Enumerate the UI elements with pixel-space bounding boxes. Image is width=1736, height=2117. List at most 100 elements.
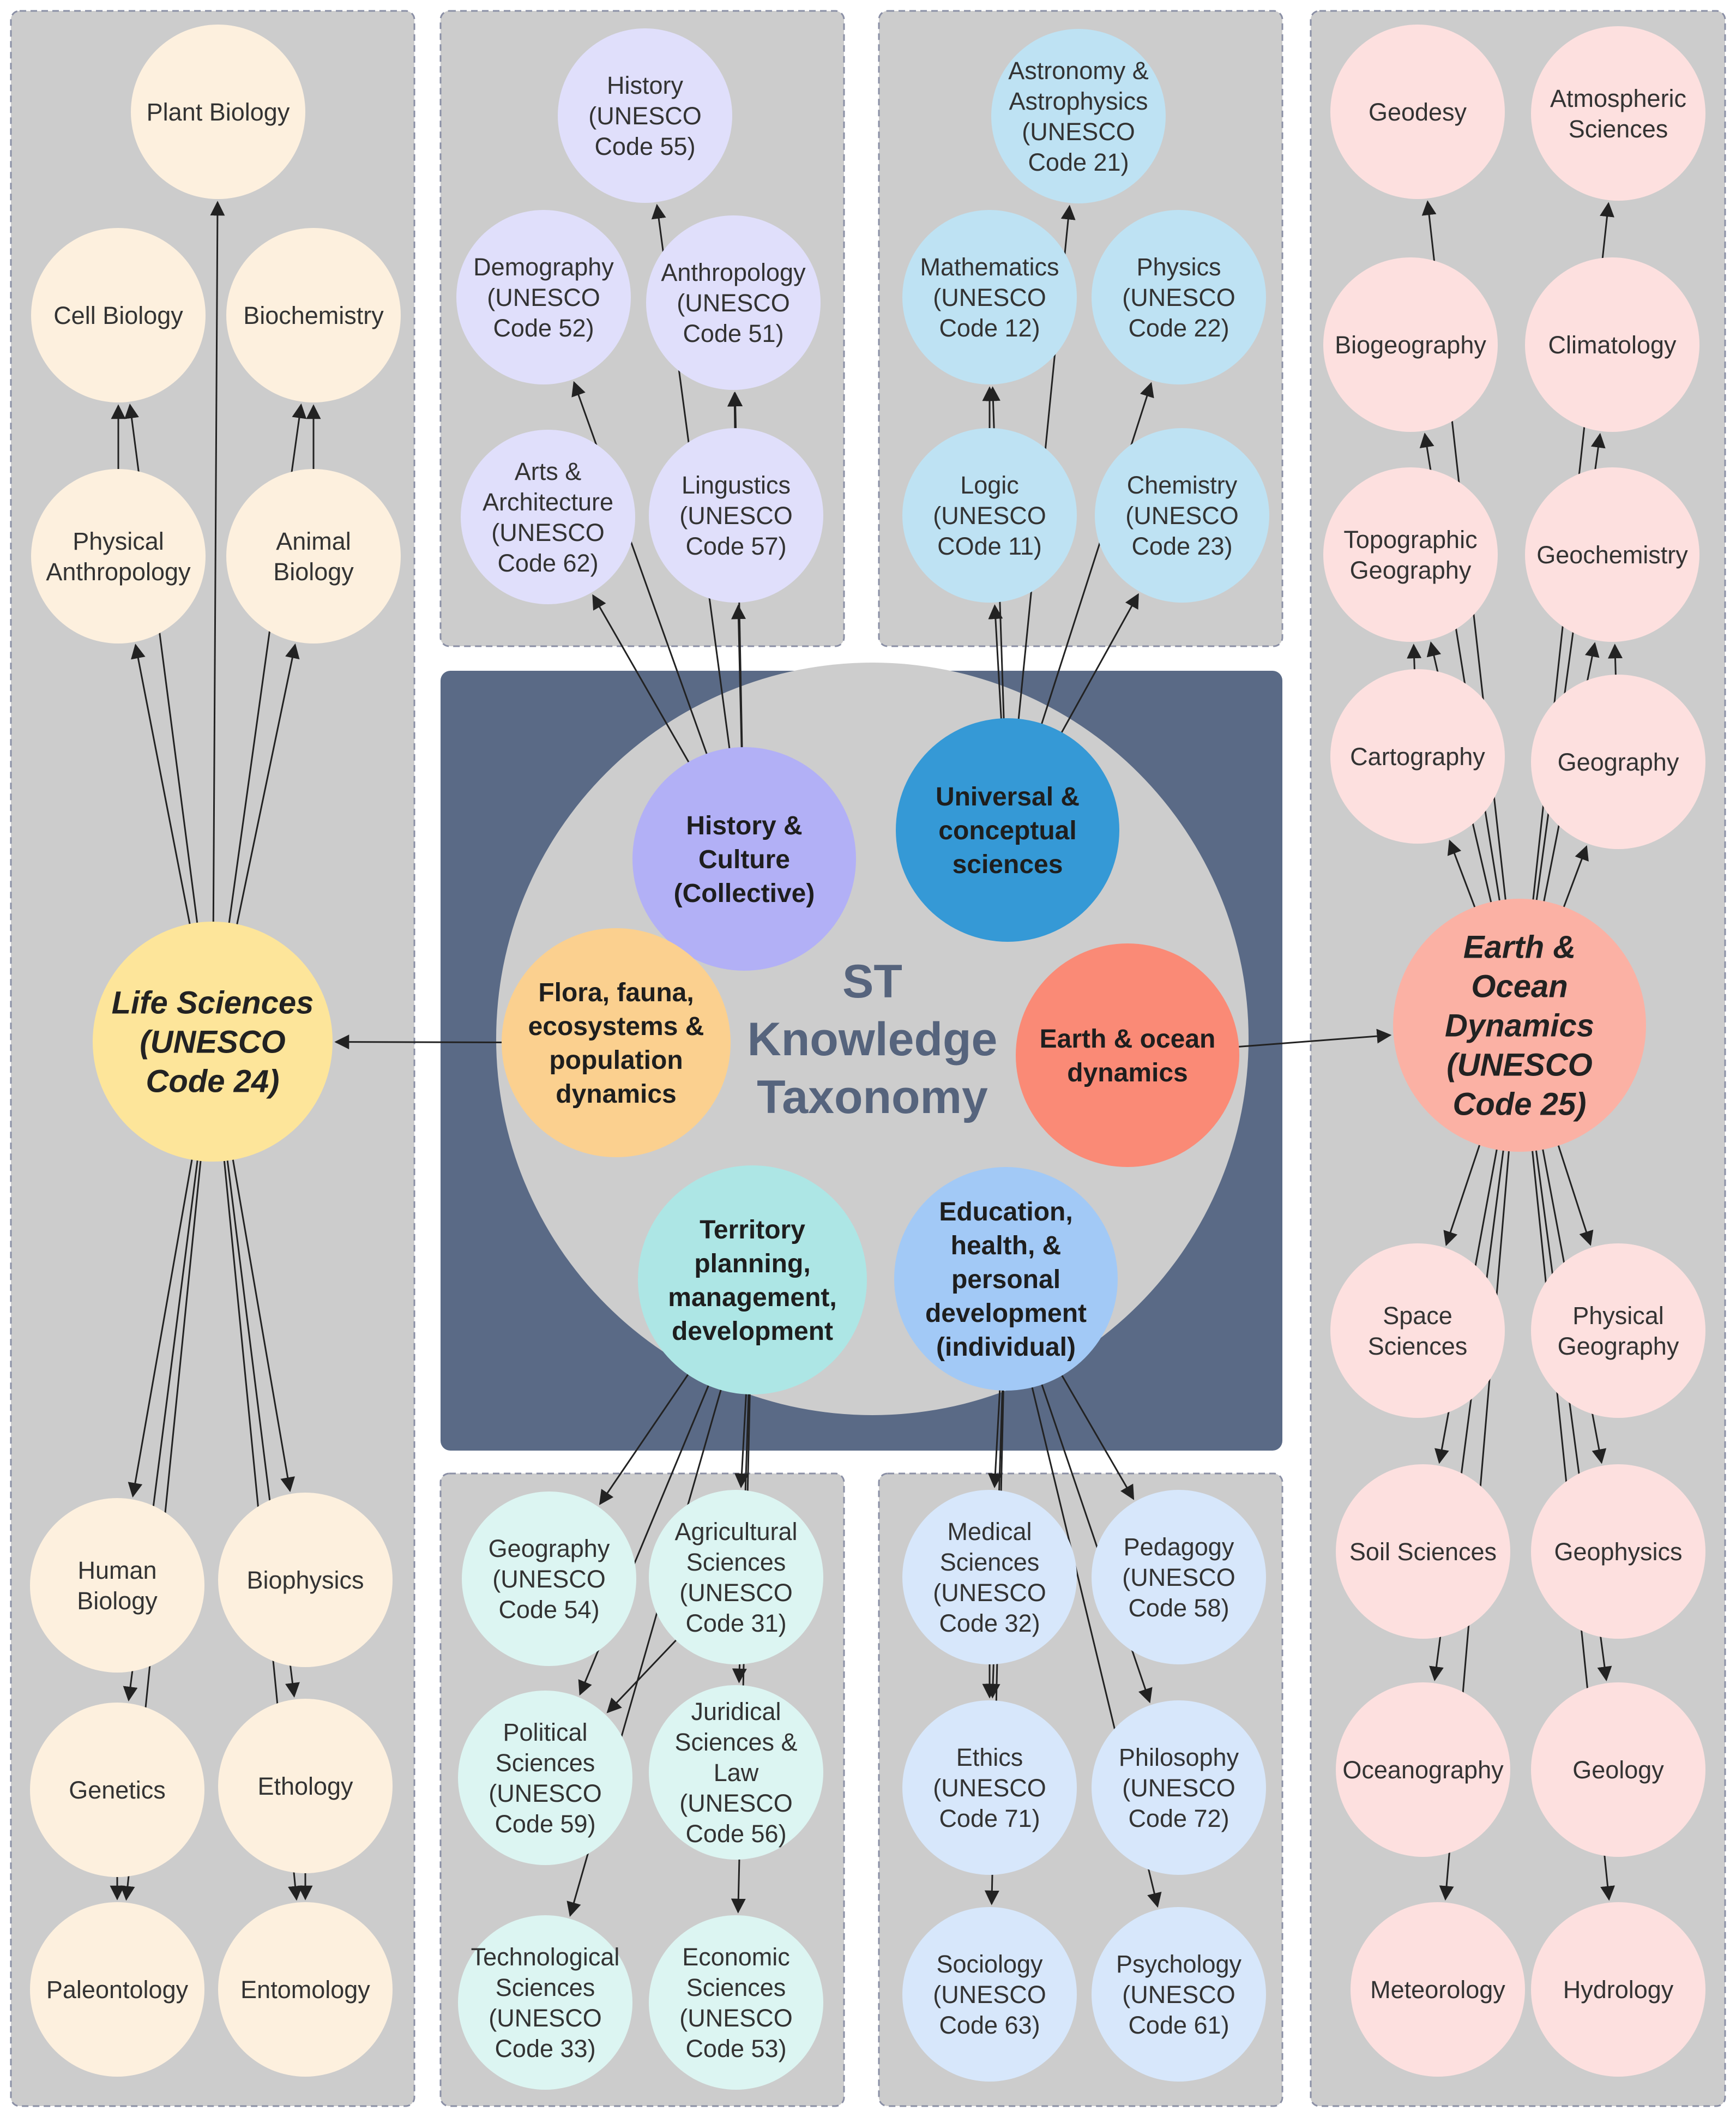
node-label-line: (UNESCO	[1122, 1563, 1235, 1591]
node-label-line: Code 53)	[685, 2035, 786, 2062]
node-circle-anthropology	[646, 215, 821, 390]
node-label-line: Physical	[73, 527, 164, 555]
node-label-line: Code 71)	[939, 1805, 1040, 1832]
node-label-line: Logic	[960, 471, 1019, 499]
node-label-line: (UNESCO	[491, 519, 605, 546]
node-label-line: development	[672, 1317, 833, 1346]
node-label-line: Law	[714, 1759, 759, 1787]
node-label-line: (UNESCO	[489, 1779, 602, 1807]
node-circle-biogeography	[1323, 257, 1498, 432]
node-label-line: (UNESCO	[492, 1565, 606, 1593]
node-label-line: Astronomy &	[1008, 57, 1149, 85]
node-label-line: (UNESCO	[933, 1774, 1046, 1802]
node-label-line: Geochemistry	[1536, 541, 1688, 569]
node-label-line: Code 31)	[685, 1609, 786, 1637]
node-label-cell-biology: Cell Biology	[53, 302, 183, 329]
node-label-line: Paleontology	[46, 1976, 189, 2004]
node-label-line: Biology	[273, 558, 354, 586]
node-circle-core-earth	[1016, 943, 1239, 1167]
node-label-line: Philosophy	[1119, 1743, 1239, 1771]
node-label-line: (UNESCO	[677, 289, 790, 317]
node-label-line: Geography	[1558, 748, 1679, 776]
node-label-line: (UNESCO	[933, 284, 1046, 311]
node-label-line: Code 25)	[1453, 1086, 1587, 1122]
node-label-geography-earth: Geography	[1558, 748, 1679, 776]
node-circle-psychology	[1092, 1907, 1266, 2082]
node-circle-geodesy	[1330, 25, 1505, 199]
node-label-line: Territory	[700, 1216, 805, 1244]
node-cell-biology: Cell Biology	[31, 228, 206, 402]
node-circle-physics	[1092, 210, 1266, 384]
node-label-line: (UNESCO	[933, 1981, 1046, 2008]
node-label-line: (UNESCO	[679, 1579, 793, 1607]
node-circle-core-history	[632, 747, 856, 971]
node-label-line: Ethology	[257, 1772, 353, 1800]
node-label-line: Code 62)	[497, 549, 598, 577]
node-label-line: Ocean	[1471, 969, 1568, 1004]
node-circle-biophysics	[218, 1493, 393, 1667]
node-circle-astronomy	[991, 29, 1166, 203]
node-label-line: (UNESCO	[487, 284, 600, 311]
node-label-line: Physics	[1136, 253, 1221, 281]
node-circle-core-flora	[502, 928, 731, 1157]
node-circle-mathematics	[902, 210, 1077, 384]
node-label-line: Code 63)	[939, 2011, 1040, 2039]
node-label-line: Psychology	[1116, 1950, 1242, 1978]
center-title-line: Knowledge	[748, 1013, 998, 1066]
node-label-line: Sciences	[496, 1749, 595, 1777]
node-label-line: Sciences	[686, 1548, 786, 1576]
node-circle-genetics	[30, 1703, 204, 1877]
node-entomology: Entomology	[218, 1902, 393, 2077]
node-label-line: Code 24)	[146, 1063, 280, 1099]
node-circle-space-sciences	[1330, 1243, 1505, 1418]
node-label-line: (UNESCO	[489, 2004, 602, 2032]
node-label-meteorology: Meteorology	[1370, 1976, 1505, 2004]
node-circle-geography-earth	[1531, 675, 1705, 849]
node-circle-soil-sciences	[1336, 1464, 1510, 1639]
node-label-line: ecosystems &	[528, 1012, 704, 1041]
node-label-line: Entomology	[240, 1976, 370, 2004]
node-label-line: Anthropology	[661, 258, 806, 286]
node-plant-biology: Plant Biology	[131, 25, 305, 199]
node-circle-paleontology	[30, 1902, 204, 2077]
node-label-line: Human	[77, 1556, 156, 1584]
node-label-line: Oceanography	[1342, 1756, 1504, 1784]
node-label-line: (UNESCO	[1122, 1774, 1235, 1802]
node-geology: Geology	[1531, 1682, 1705, 1857]
node-label-line: Agricultural	[674, 1518, 797, 1545]
node-circle-juridical-sciences	[649, 1685, 823, 1860]
node-label-oceanography: Oceanography	[1342, 1756, 1504, 1784]
node-label-line: Code 21)	[1028, 148, 1129, 176]
node-circle-ethics	[902, 1700, 1077, 1875]
node-circle-geophysics	[1531, 1464, 1705, 1639]
node-label-line: Anthropology	[46, 558, 191, 586]
node-label-line: Earth & ocean	[1040, 1025, 1216, 1054]
node-label-line: Architecture	[483, 488, 613, 516]
node-circle-plant-biology	[131, 25, 305, 199]
node-circle-topographic-geography	[1323, 467, 1498, 642]
